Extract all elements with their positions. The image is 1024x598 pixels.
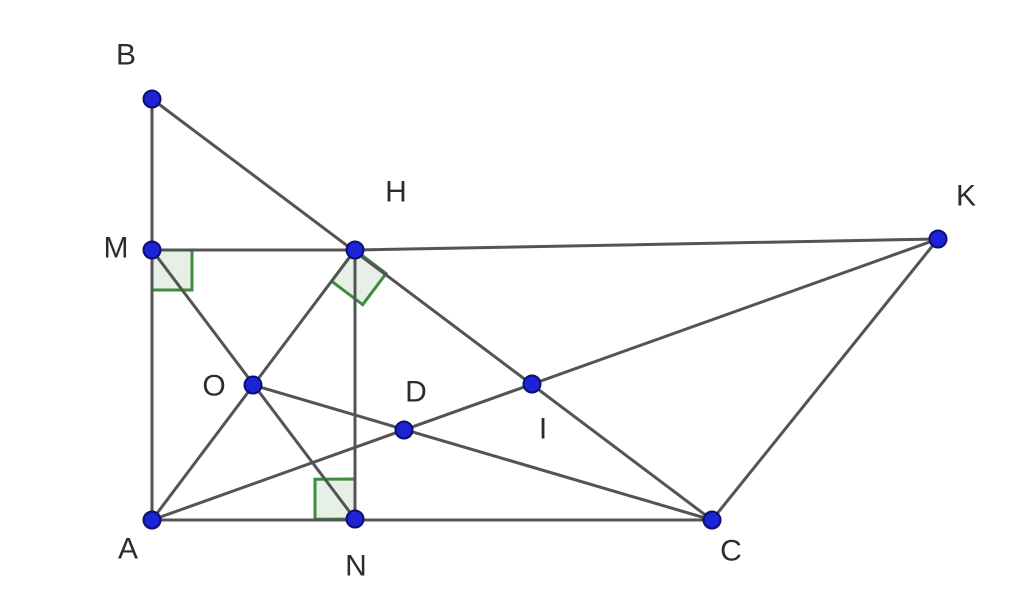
segment-C-K (710, 237, 940, 522)
point-label-D: D (405, 376, 427, 409)
point-label-B: B (116, 39, 136, 72)
point-label-C: C (720, 535, 742, 568)
point-label-I: I (539, 413, 547, 446)
point-N (345, 509, 365, 529)
point-label-A: A (118, 533, 138, 566)
point-label-N: N (345, 550, 367, 583)
point-M (142, 240, 162, 260)
point-I (522, 374, 542, 394)
point-label-K: K (956, 180, 976, 213)
point-O (243, 375, 263, 395)
point-K (928, 229, 948, 249)
point-label-M: M (104, 232, 129, 265)
point-H (345, 240, 365, 260)
point-A (142, 510, 162, 530)
segment-B-C (150, 97, 714, 522)
point-label-O: O (202, 370, 225, 403)
segment-H-K (353, 237, 940, 252)
point-D (394, 420, 414, 440)
segment-O-C (251, 383, 714, 522)
segment-A-K (150, 237, 940, 522)
point-label-H: H (385, 176, 407, 209)
point-B (142, 89, 162, 109)
point-C (702, 510, 722, 530)
